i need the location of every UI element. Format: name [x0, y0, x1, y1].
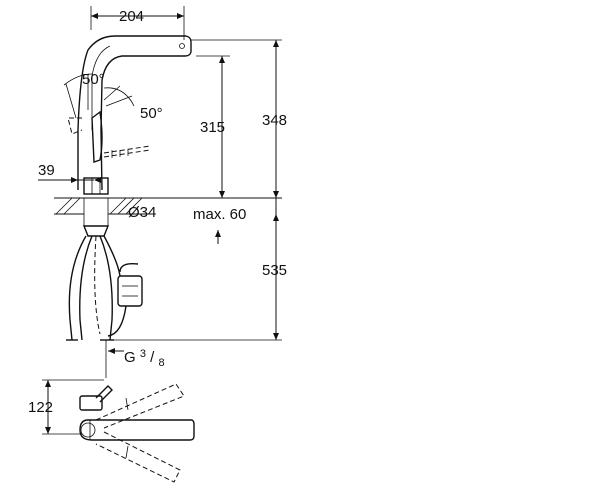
base-offset-dimension: 39 [38, 162, 101, 183]
thread-main: G [124, 349, 136, 366]
hoses: G 3 / 8 [66, 225, 165, 378]
height-dimensions: 315 348 535 [112, 39, 287, 341]
spout-height-label: 315 [200, 119, 225, 136]
thread-sub: 8 [158, 357, 164, 369]
base-offset-label: 39 [38, 162, 55, 179]
faucet-body [67, 35, 192, 195]
countertop: Ø34 max. 60 [54, 197, 282, 226]
total-height-label: 348 [262, 112, 287, 129]
max-thickness-label: max. 60 [193, 206, 246, 223]
angle-left-label: 50° [82, 71, 105, 88]
thread-label: G 3 / 8 [124, 344, 165, 369]
reach-label: 204 [119, 8, 144, 25]
thread-slash: / [150, 349, 155, 366]
thread-sup: 3 [140, 348, 146, 360]
hole-diameter-label: Ø34 [128, 204, 156, 221]
reach-dimension: 204 [90, 6, 185, 40]
angle-right-label: 50° [140, 105, 163, 122]
angle-annotations: 50° 50° [63, 71, 163, 122]
depth-label: 122 [28, 399, 53, 416]
top-view: 122 [28, 379, 195, 483]
hose-length-label: 535 [262, 262, 287, 279]
